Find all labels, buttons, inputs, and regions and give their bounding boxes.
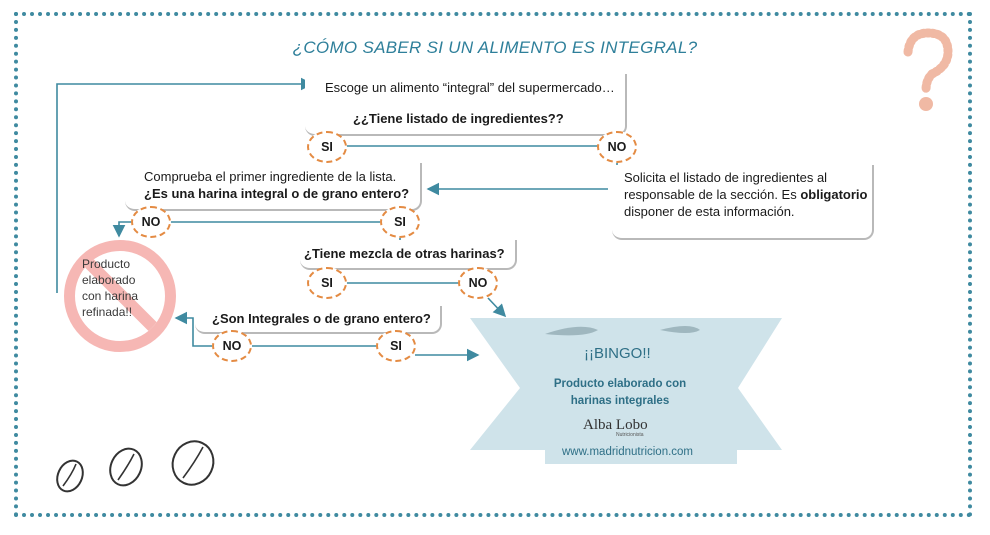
no-entry-icon xyxy=(64,240,176,352)
answer-yes-3: SI xyxy=(307,267,347,299)
step-choose-box: Escoge un alimento “integral” del superm… xyxy=(305,74,627,136)
step-check-first-box: Comprueba el primer ingrediente de la li… xyxy=(125,163,422,211)
answer-no-2: NO xyxy=(131,206,171,238)
step-mixed-text: ¿Tiene mezcla de otras harinas? xyxy=(304,246,505,261)
step-has-ingredients-text: ¿¿Tiene listado de ingredientes?? xyxy=(353,111,564,126)
step-mixed-box: ¿Tiene mezcla de otras harinas? xyxy=(300,240,517,270)
step-integral-box: ¿Son Integrales o de grano entero? xyxy=(195,306,442,334)
step-ask-line2-pre: responsable de la sección. Es xyxy=(624,187,801,202)
bingo-subtitle: Producto elaborado con harinas integrale… xyxy=(545,376,695,410)
refined-line: Producto xyxy=(82,257,131,271)
step-ask-line1: Solicita el listado de ingredientes al xyxy=(624,170,828,185)
step-check-first-line1: Comprueba el primer ingrediente de la li… xyxy=(144,169,397,184)
answer-yes-1: SI xyxy=(307,131,347,163)
answer-no-4: NO xyxy=(212,330,252,362)
step-ask-box: Solicita el listado de ingredientes al r… xyxy=(612,165,874,240)
refined-line: con harina xyxy=(82,289,139,303)
dotted-frame xyxy=(14,12,972,517)
answer-yes-2: SI xyxy=(380,206,420,238)
answer-no-1: NO xyxy=(597,131,637,163)
refined-line: elaborado xyxy=(82,273,136,287)
step-integral-text: ¿Son Integrales o de grano entero? xyxy=(212,311,431,326)
step-check-first-line2: ¿Es una harina integral o de grano enter… xyxy=(144,186,410,201)
refined-line: refinada!! xyxy=(82,305,133,319)
step-ask-line3: disponer de esta información. xyxy=(624,204,795,219)
brand-subtitle: Nutricionista xyxy=(616,432,644,438)
page-title: ¿CÓMO SABER SI UN ALIMENTO ES INTEGRAL? xyxy=(292,38,698,57)
step-ask-line2: responsable de la sección. Es obligatori… xyxy=(624,186,868,203)
brand-logo: Alba Lobo xyxy=(583,417,648,433)
bingo-url: www.madridnutricion.com xyxy=(562,446,694,458)
bingo-subtitle-line2: harinas integrales xyxy=(570,395,670,407)
answer-yes-4: SI xyxy=(376,330,416,362)
step-choose-text: Escoge un alimento “integral” del superm… xyxy=(325,80,615,95)
bingo-title: ¡¡BINGO!! xyxy=(584,345,651,362)
bingo-subtitle-line1: Producto elaborado con xyxy=(553,378,687,390)
refined-product-label: Producto elaborado con harina refinada!! xyxy=(82,256,162,320)
answer-no-3: NO xyxy=(458,267,498,299)
step-ask-line2-bold: obligatorio xyxy=(800,187,868,202)
